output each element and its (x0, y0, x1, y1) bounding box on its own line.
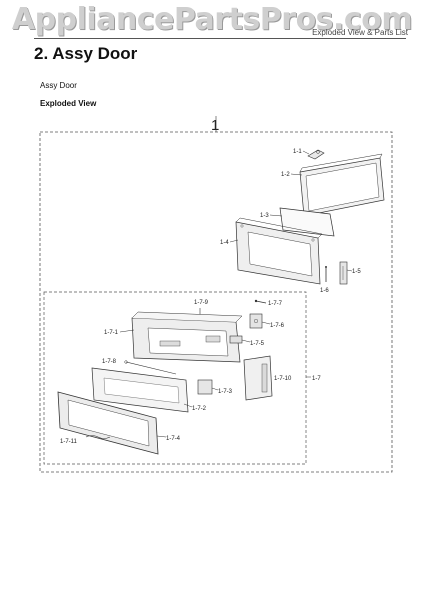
leader-1-7-5 (241, 339, 251, 343)
callout-1-3: 1-3 (260, 213, 269, 219)
leader-1-7-1 (119, 329, 135, 333)
callout-1-7-11: 1-7-11 (60, 439, 78, 445)
callout-1-7-8: 1-7-8 (102, 359, 117, 365)
header-divider (34, 38, 406, 39)
part-1-7-4 (57, 391, 159, 455)
part-1-7-11 (85, 435, 111, 439)
leader-1-3 (269, 214, 283, 217)
callout-1-7-4: 1-7-4 (166, 436, 181, 442)
callout-1-4: 1-4 (220, 240, 229, 246)
part-1-7-1 (131, 311, 243, 363)
part-1-3 (279, 207, 335, 237)
leader-1-2 (290, 173, 303, 176)
header-section-label: Exploded View & Parts List (312, 28, 408, 37)
part-1-2 (299, 153, 385, 217)
callout-1-7-3: 1-7-3 (218, 389, 233, 395)
callout-1-7-2: 1-7-2 (192, 406, 207, 412)
leader-1-7-6 (261, 321, 271, 325)
callout-1-5: 1-5 (352, 269, 361, 275)
leader-1-7-3 (211, 387, 219, 391)
part-1-6 (325, 266, 327, 282)
part-1-5 (339, 261, 348, 285)
subtitle: Assy Door (40, 81, 77, 90)
leader-1-1 (302, 150, 310, 155)
assembly-boundary-inner (43, 291, 307, 465)
leader-1-4 (229, 239, 239, 243)
page-title: 2. Assy Door (34, 44, 138, 63)
part-1-7-8 (124, 360, 177, 375)
callout-1-2: 1-2 (281, 172, 290, 178)
part-1-7-5 (229, 335, 243, 344)
leader-1-5 (346, 269, 353, 272)
part-1-7-3 (197, 379, 213, 395)
part-1-7-2 (91, 367, 189, 413)
watermark-text: AppliancePartsPros.com (11, 2, 413, 37)
leader-1-7-2 (183, 403, 193, 408)
part-1-7-6 (249, 313, 263, 329)
callout-1-7-9: 1-7-9 (194, 300, 209, 306)
callout-1: 1 (211, 117, 219, 134)
part-1-1 (307, 149, 325, 160)
leader-1-7-4 (156, 435, 167, 438)
callout-1-6: 1-6 (320, 288, 329, 294)
callout-1-7-6: 1-7-6 (270, 323, 285, 329)
callout-1-7-10: 1-7-10 (274, 376, 292, 382)
callout-1-7-1: 1-7-1 (104, 330, 119, 336)
view-label: Exploded View (40, 99, 97, 108)
callout-1-7: 1-7 (312, 376, 321, 382)
part-1-4 (235, 217, 323, 285)
callout-1-7-7: 1-7-7 (268, 301, 283, 307)
part-1-7-7 (254, 299, 267, 304)
callout-1-1: 1-1 (293, 149, 302, 155)
callout-1-7-5: 1-7-5 (250, 341, 265, 347)
part-1-7-10 (243, 355, 273, 401)
